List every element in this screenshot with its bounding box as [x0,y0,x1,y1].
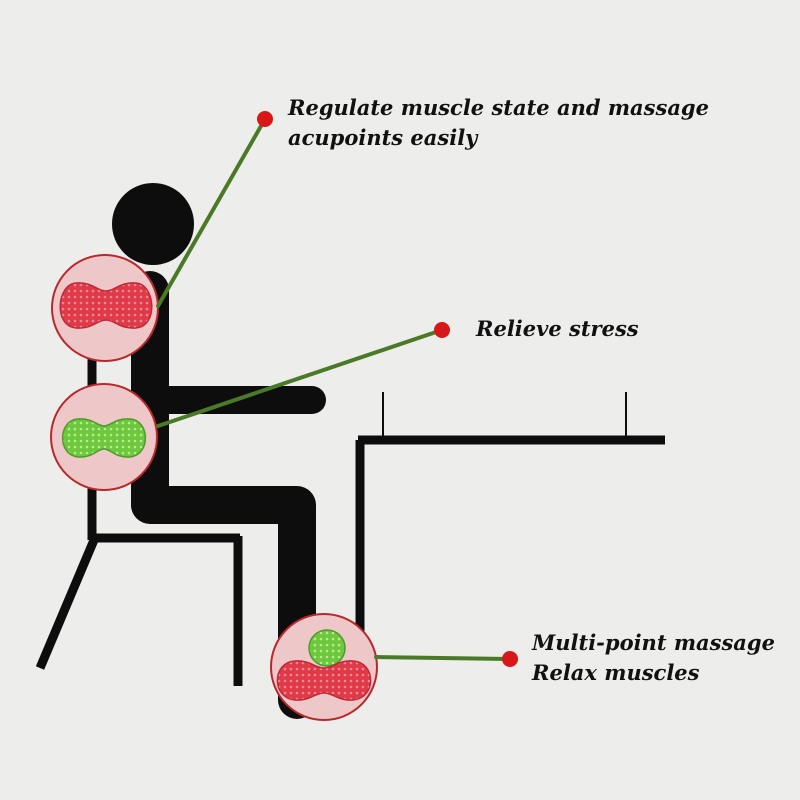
callout-middle: Relieve stress [476,314,639,344]
seated-figure [112,183,326,719]
leader-dots [257,111,518,667]
callout-bottom: Multi-point massage Relax muscles [532,628,775,688]
figure-torso-legs [131,271,316,719]
chair-back-leg [35,538,99,670]
leader-line-middle [156,328,444,428]
leader-line-bottom [374,655,512,661]
zoom-upper-back [51,254,159,362]
green-spiky-massage-ball-icon [308,629,346,667]
green-peanut-massage-ball-icon [62,418,146,458]
callout-top-line2: acupoints easily [288,125,478,150]
leader-dot-bottom [502,651,518,667]
callout-bottom-line2: Relax muscles [532,660,700,685]
leader-lines [156,117,512,661]
red-peanut-massage-ball-icon [59,282,153,329]
callout-top-line1: Regulate muscle state and massage [288,95,709,120]
zoom-feet [270,613,378,721]
leader-line-top [156,117,267,308]
leader-dot-middle [434,322,450,338]
figure-arm [136,298,326,414]
callout-top: Regulate muscle state and massage acupoi… [288,93,709,153]
zoom-lower-back [50,383,158,491]
callout-middle-line1: Relieve stress [476,316,639,341]
figure-head [112,183,194,265]
leader-dot-top [257,111,273,127]
red-peanut-massage-ball-icon [276,660,372,701]
callout-bottom-line1: Multi-point massage [532,630,775,655]
